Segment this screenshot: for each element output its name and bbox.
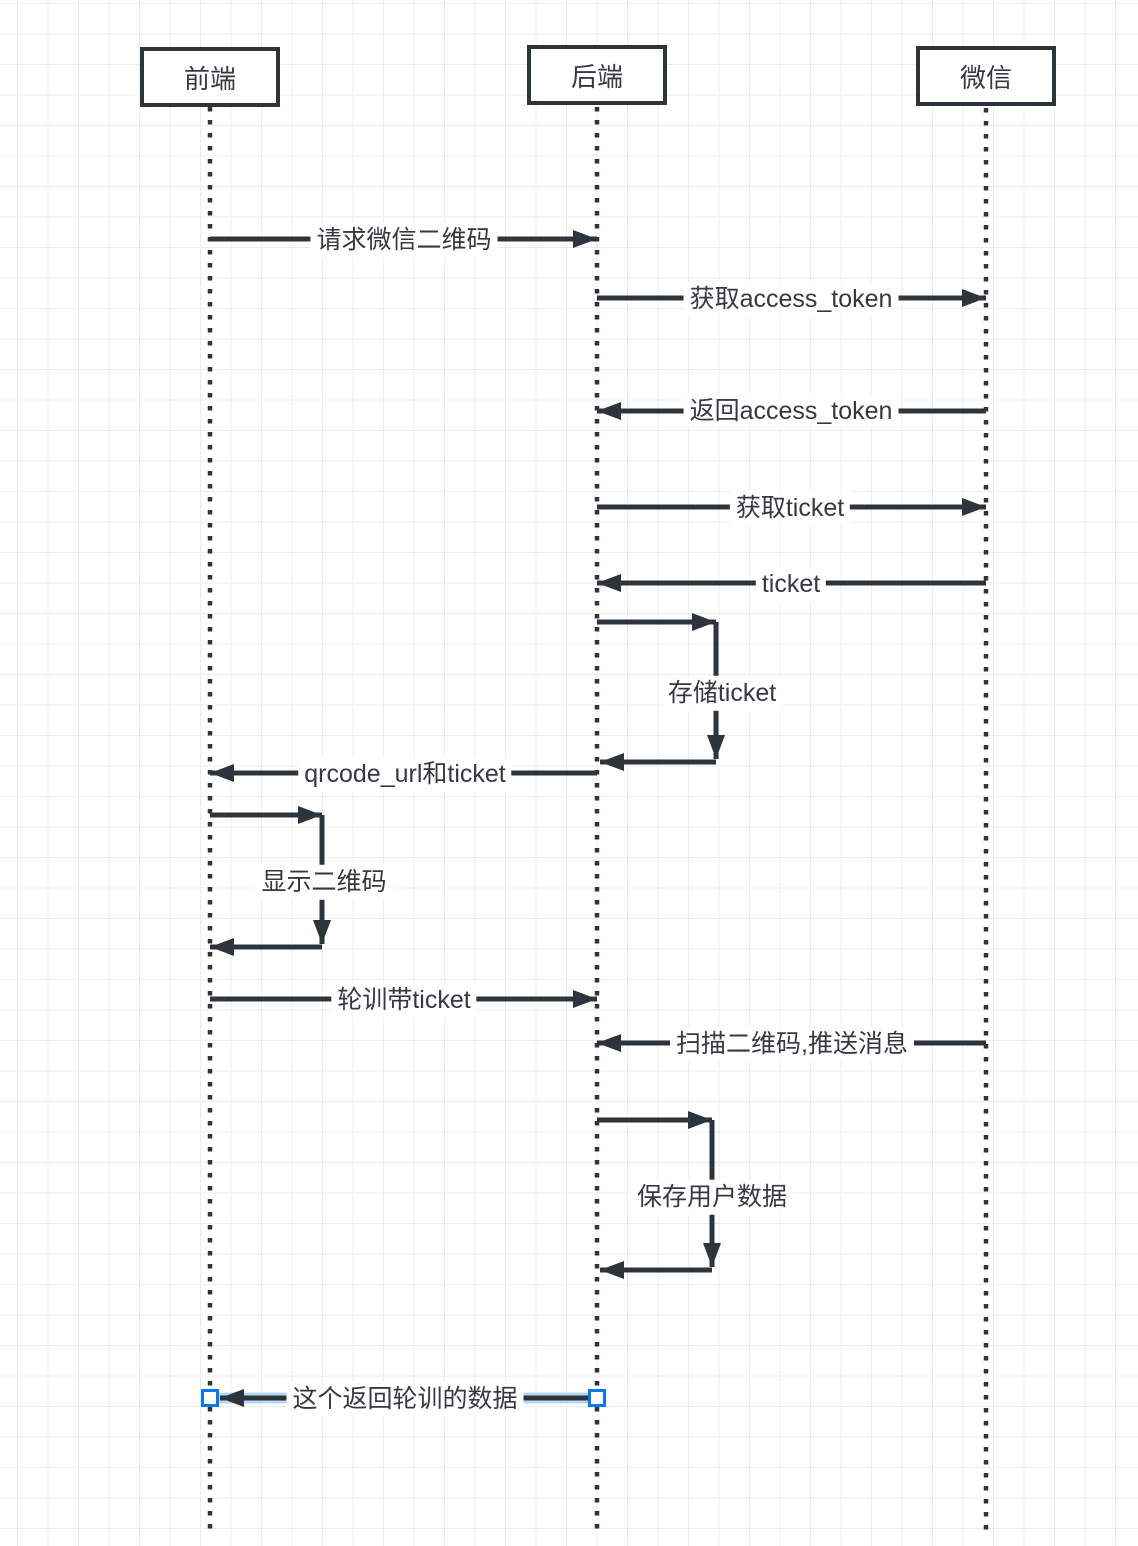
message-label-request-wechat-qrcode[interactable]: 请求微信二维码 xyxy=(310,222,498,258)
actor-box-backend[interactable]: 后端 xyxy=(527,45,667,105)
actor-label-wechat: 微信 xyxy=(959,62,1012,93)
message-label-get-ticket[interactable]: 获取ticket xyxy=(729,490,851,526)
message-label-ticket[interactable]: ticket xyxy=(755,566,827,602)
edge-endpoint-handle-left[interactable] xyxy=(201,1389,219,1407)
actor-box-wechat[interactable]: 微信 xyxy=(916,46,1056,106)
message-label-get-access-token[interactable]: 获取access_token xyxy=(683,281,899,317)
message-label-poll-with-ticket[interactable]: 轮训带ticket xyxy=(331,982,477,1018)
message-label-store-ticket[interactable]: 存储ticket xyxy=(661,675,783,711)
message-label-save-user-data[interactable]: 保存用户数据 xyxy=(630,1179,794,1215)
actor-box-frontend[interactable]: 前端 xyxy=(140,47,280,107)
message-label-qrcode-url-and-ticket[interactable]: qrcode_url和ticket xyxy=(298,756,512,792)
edge-endpoint-handle-right[interactable] xyxy=(588,1389,606,1407)
message-label-return-polling-data[interactable]: 这个返回轮训的数据 xyxy=(286,1381,524,1417)
message-label-show-qrcode[interactable]: 显示二维码 xyxy=(255,864,393,900)
message-label-return-access-token[interactable]: 返回access_token xyxy=(683,393,899,429)
actor-label-backend: 后端 xyxy=(570,61,623,92)
message-label-scan-qrcode-push[interactable]: 扫描二维码,推送消息 xyxy=(670,1026,914,1062)
actor-label-frontend: 前端 xyxy=(183,63,236,94)
